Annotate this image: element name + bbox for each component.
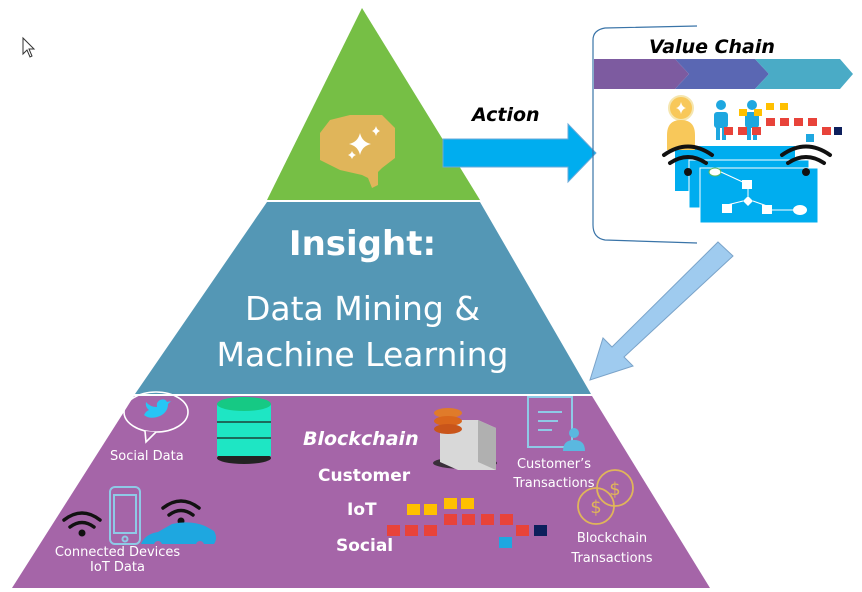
customer-document-icon (527, 396, 585, 451)
iot-label: IoT (347, 500, 377, 520)
connected-devices-label: Connected Devices IoT Data (50, 545, 185, 575)
dollar-icon: $ (590, 497, 601, 518)
connected-devices-line-1: Connected Devices (54, 545, 181, 560)
chevron-2 (675, 59, 769, 89)
wifi-icon (662, 144, 714, 176)
process-flow-illustration (675, 146, 819, 224)
twitter-bird-icon (144, 399, 171, 418)
social-label: Social (336, 536, 394, 556)
coins-icon (577, 469, 634, 525)
social-data-label: Social Data (110, 449, 184, 464)
user-insight-icon (667, 95, 695, 150)
insight-line-2: Machine Learning (216, 335, 509, 374)
customer-transactions-line-1: Customer’s (516, 457, 592, 472)
chain-blocks-top (724, 103, 842, 142)
blockchain-transactions-line-1: Blockchain (576, 531, 648, 546)
insight-description: Data Mining & Machine Learning (190, 286, 535, 378)
customer-transactions-line-2: Transactions (513, 476, 595, 491)
insight-heading: Insight: (288, 224, 437, 264)
brain-sparkle-icon (320, 115, 395, 188)
dollar-icon: $ (609, 479, 620, 500)
feedback-arrow (589, 241, 734, 381)
blockchain-transactions-label: Blockchain Transactions (566, 529, 658, 569)
value-chain-chevrons (594, 59, 853, 89)
mouse-cursor-icon (22, 36, 36, 58)
chevron-1 (594, 59, 689, 89)
pyramid-middle-layer (135, 202, 591, 394)
wifi-icon (780, 144, 832, 176)
blockchain-label: Blockchain (303, 428, 419, 450)
people-icon (714, 100, 759, 140)
action-arrow (442, 122, 597, 184)
value-chain-bracket (592, 25, 698, 244)
smartphone-icon (109, 486, 141, 545)
value-chain-title: Value Chain (649, 36, 775, 58)
insight-line-1: Data Mining & (244, 289, 481, 328)
customer-transactions-label: Customer’s Transactions (508, 455, 600, 493)
social-data-bubble-icon (123, 391, 189, 444)
car-icon (141, 522, 216, 549)
action-label: Action (472, 104, 540, 126)
chevron-3 (755, 59, 853, 89)
connected-devices-line-2: IoT Data (90, 560, 145, 575)
chain-blocks-bottom (387, 498, 547, 548)
server-icon (433, 408, 497, 470)
blockchain-transactions-line-2: Transactions (571, 551, 653, 566)
database-icon (217, 397, 271, 464)
customer-label: Customer (318, 466, 411, 486)
wifi-icon (62, 511, 102, 537)
